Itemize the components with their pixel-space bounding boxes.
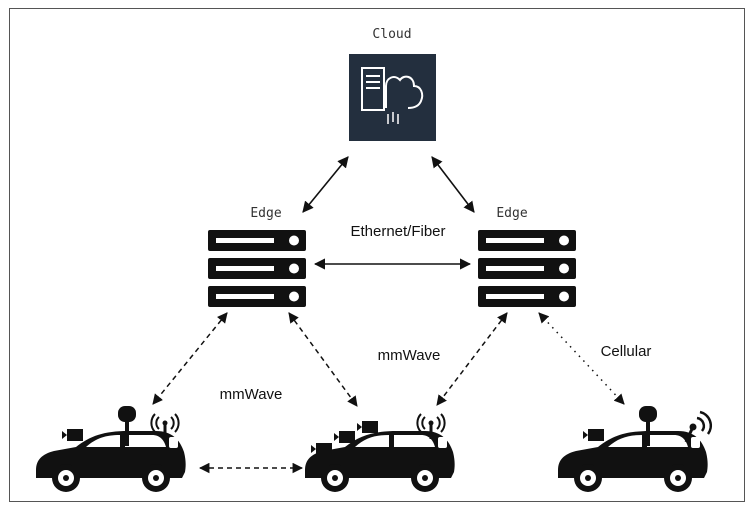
edge-left-server-icon (208, 230, 306, 307)
mmwave-center-label: mmWave (378, 347, 441, 364)
vehicle-center (305, 413, 455, 492)
cellular-edge-right-car-right-link (538, 312, 625, 405)
mmwave-edge-left-car-center-link (288, 312, 358, 407)
car-icon (36, 431, 186, 492)
camera-icon (311, 443, 332, 455)
camera-icon (62, 429, 83, 441)
camera-icon (583, 429, 604, 441)
edge-right-label: Edge (496, 206, 527, 221)
car-icon (305, 431, 455, 492)
cellular-label: Cellular (601, 343, 652, 360)
cellular-antenna-icon (684, 410, 713, 443)
mmwave-edge-right-car-center-link (436, 312, 508, 406)
mmwave-edge-left-car-left-link (152, 312, 228, 405)
cloud-edge-left-link (302, 156, 349, 213)
cloud-edge-right-link (431, 156, 475, 213)
cloud-label: Cloud (372, 27, 411, 42)
vehicle-left (36, 406, 186, 492)
vehicle-right (558, 406, 713, 492)
diagram-frame (9, 8, 745, 502)
ethernet-fiber-label: Ethernet/Fiber (350, 223, 445, 240)
cloud-server-icon (349, 54, 436, 141)
edge-right-server-icon (478, 230, 576, 307)
mmwave-left-label: mmWave (220, 386, 283, 403)
edge-left-label: Edge (250, 206, 281, 221)
camera-icon (357, 421, 378, 433)
camera-icon (334, 431, 355, 443)
